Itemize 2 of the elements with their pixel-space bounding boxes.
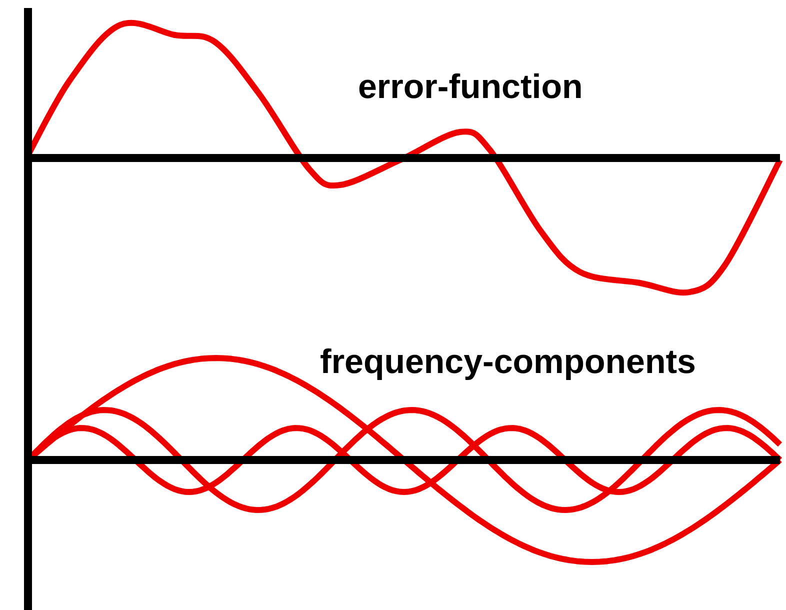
plot-label: error-function xyxy=(358,70,583,104)
plot-label: frequency-components xyxy=(320,345,696,379)
